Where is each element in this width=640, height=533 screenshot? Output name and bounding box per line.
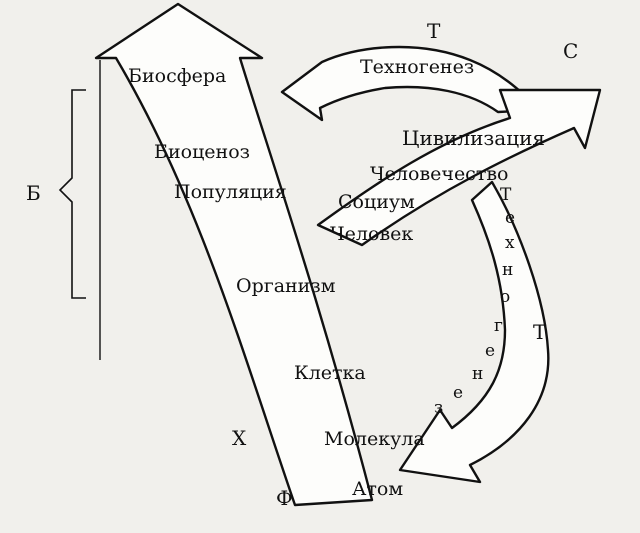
letter-x-chemistry: Х <box>232 426 247 450</box>
vertical-letter-2: е <box>505 208 516 228</box>
vertical-letter-9: е <box>453 383 464 403</box>
label-molecule: Молекула <box>324 428 425 450</box>
label-biocenosis: Биоценоз <box>154 141 250 163</box>
social-ladder-arrow <box>316 88 602 247</box>
vertical-letter-8: н <box>472 364 484 384</box>
label-humanity: Человечество <box>370 163 509 185</box>
vertical-letter-3: х <box>505 233 515 253</box>
letter-f-physics: Ф <box>276 486 293 510</box>
letter-c-top: С <box>563 39 579 63</box>
letter-t-top: Т <box>427 19 441 43</box>
biology-bracket <box>58 89 86 299</box>
technogenesis-return-arrow <box>398 180 550 484</box>
label-technogenesis: Техногенез <box>360 56 475 78</box>
label-organism: Организм <box>236 275 336 297</box>
vertical-letter-5: о <box>500 287 511 307</box>
vertical-letter-6: г <box>494 316 503 336</box>
letter-t-right: Т <box>533 320 547 344</box>
label-cell: Клетка <box>294 362 366 384</box>
label-atom: Атом <box>352 478 404 500</box>
vertical-letter-7: е <box>485 341 496 361</box>
vertical-letter-10: з <box>434 398 444 418</box>
label-biosphere: Биосфера <box>128 65 227 87</box>
label-population: Популяция <box>174 181 287 203</box>
vertical-letter-4: н <box>502 260 514 280</box>
label-civilization: Цивилизация <box>402 126 546 150</box>
label-human: Человек <box>330 223 414 245</box>
letter-b-biology: Б <box>26 181 41 205</box>
label-society: Социум <box>338 191 415 213</box>
vertical-letter-1: Т <box>500 185 512 205</box>
main-upward-arrow <box>94 2 374 507</box>
